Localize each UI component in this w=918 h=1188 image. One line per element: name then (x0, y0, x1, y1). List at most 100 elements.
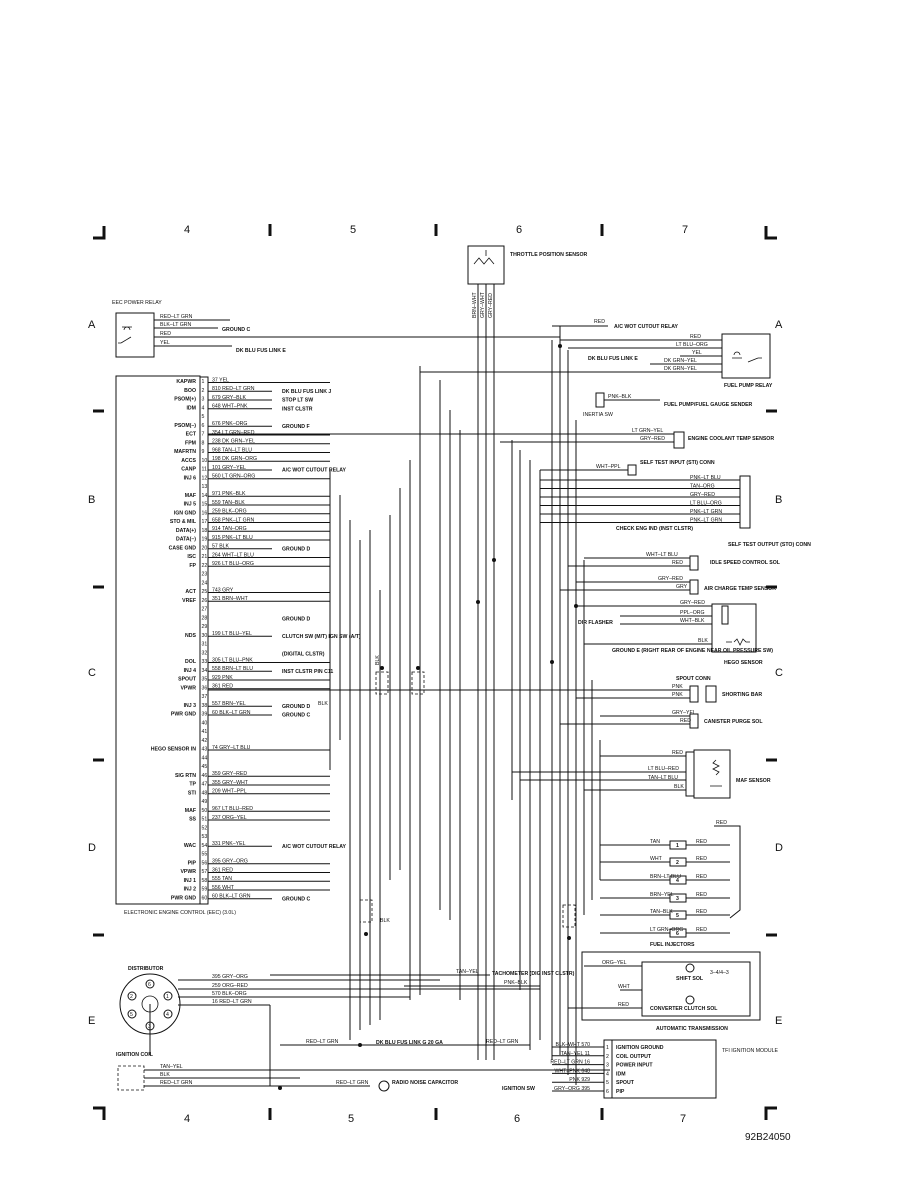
pnk-wire: PNK–BLK (504, 980, 528, 986)
injector-number: 1 (676, 843, 679, 849)
pin-number: 38 (202, 703, 208, 709)
tfi-pin-number: 2 (606, 1054, 609, 1060)
tach-dest: TACHOMETER (DIG INST CLSTR) (492, 971, 575, 977)
pin-number: 6 (202, 423, 205, 429)
tfi-pin-label: SPOUT (616, 1080, 635, 1086)
col-label: 6 (516, 224, 522, 236)
trans-title: AUTOMATIC TRANSMISSION (656, 1026, 728, 1032)
pin-number: 39 (202, 712, 208, 718)
pin-number: 21 (202, 554, 208, 560)
pin-number: 36 (202, 686, 208, 692)
pin-name: PWR GND (171, 712, 196, 718)
pin-name: INJ 5 (184, 502, 197, 508)
pin-name: INJ 2 (184, 887, 197, 893)
wire-label: GRY–ORG 395 (554, 1086, 590, 1092)
tfi-pin-number: 4 (606, 1071, 609, 1077)
pin-number: 47 (202, 782, 208, 788)
pin-number: 34 (202, 668, 208, 674)
pin-number: 59 (202, 887, 208, 893)
col-label: 7 (682, 224, 688, 236)
wire-label: RED (696, 839, 707, 845)
wire-label: 60 BLK–LT GRN (212, 710, 251, 716)
pin-dest: GROUND C (282, 896, 310, 902)
col-label: 5 (350, 224, 356, 236)
wire-label: 351 BRN–WHT (212, 596, 249, 602)
wire-label: RED–LT GRN 16 (550, 1060, 590, 1066)
wire-label: 810 RED–LT GRN (212, 386, 255, 392)
ecm-pin-row: 52 (202, 826, 208, 832)
inj-title: FUEL INJECTORS (650, 942, 695, 948)
pin-name: INJ 6 (184, 475, 197, 481)
pin-number: 31 (202, 642, 208, 648)
ecm-pin-row: 41 (202, 729, 208, 735)
wire-label: 570 BLK–ORG (212, 991, 247, 997)
wire-label: 237 ORG–YEL (212, 815, 247, 821)
wire-label: 556 WHT (212, 885, 235, 891)
wire-label: GRY (676, 584, 688, 590)
wire-label: LT GRN–ORG (650, 927, 683, 933)
wire-label: RED (680, 718, 691, 724)
pin-number: 5 (202, 414, 205, 420)
wire-label: 57 BLK (212, 544, 230, 550)
pin-number: 20 (202, 546, 208, 552)
act-title: AIR CHARGE TEMP SENSOR (704, 586, 776, 592)
wire-label: 658 PNK–LT GRN (212, 517, 254, 523)
pin-dest: CLUTCH SW (M/T) IGN SW (A/T) (282, 634, 361, 640)
wire-label: RED (594, 319, 605, 325)
wire-label: 971 PNK–BLK (212, 491, 246, 497)
wire-label: LT BLU–RED (648, 766, 679, 772)
ground-e: GROUND E (RIGHT REAR OF ENGINE NEAR OIL … (612, 648, 773, 654)
wire-label: RED–LT GRN (160, 314, 193, 320)
row-label: A (88, 319, 96, 331)
wire-label: GRY–YEL (672, 710, 696, 716)
wire-label: RED (160, 331, 171, 337)
pin-number: 33 (202, 659, 208, 665)
wire-label: BRN–LT BLU (650, 874, 681, 880)
wire-label: PNK (672, 684, 683, 690)
wire-label: WHT (618, 984, 631, 990)
pin-dest: (DIGITAL CLSTR) (282, 651, 325, 657)
injector-number: 2 (676, 860, 679, 866)
check-eng: CHECK ENG IND (INST CLSTR) (616, 526, 693, 532)
pin-number: 37 (202, 694, 208, 700)
dist-title: DISTRIBUTOR (128, 966, 164, 972)
wire-label: PNK–LT GRN (690, 509, 722, 515)
pin-number: 19 (202, 537, 208, 543)
row-label: E (775, 1015, 782, 1027)
pin-name: CANP (181, 467, 196, 473)
sto-title: SELF TEST OUTPUT (STO) CONN (728, 542, 811, 548)
pin-number: 48 (202, 791, 208, 797)
tfi-pin-label: PIP (616, 1089, 625, 1095)
col-label: 5 (348, 1113, 354, 1125)
pin-dest: A/C WOT CUTOUT RELAY (282, 844, 347, 850)
pin-number: 41 (202, 729, 208, 735)
wire-label: TAN–LT BLU (648, 775, 678, 781)
pin-number: 51 (202, 817, 208, 823)
wire-label: RED (696, 892, 707, 898)
wire-label: 101 GRY–YEL (212, 465, 246, 471)
wire-label: 259 ORG–RED (212, 983, 248, 989)
inertia-switch: PNK–BLK FUEL PUMP/FUEL GAUGE SENDER INER… (583, 392, 753, 418)
wire-label: 60 BLK–LT GRN (212, 894, 251, 900)
wire-label: RED (696, 909, 707, 915)
pin-name: IGN GND (174, 511, 196, 517)
pin-dest: STOP LT SW (282, 398, 313, 404)
shift-sol: SHIFT SOL (676, 976, 704, 982)
pin-name: INJ 4 (184, 668, 197, 674)
